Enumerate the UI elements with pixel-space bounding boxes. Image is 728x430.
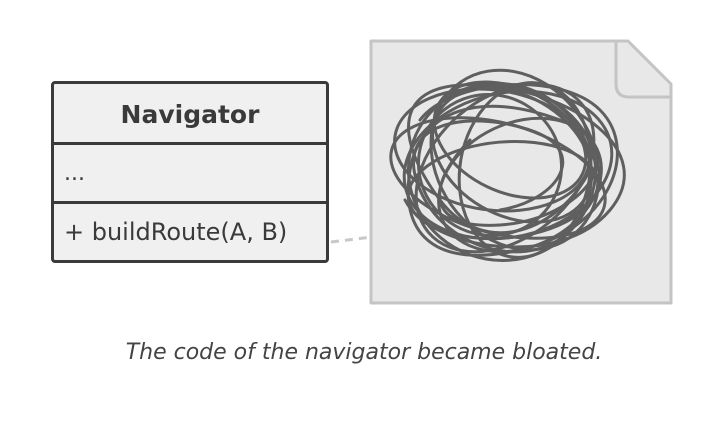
class-fields: ... [54,145,326,204]
class-name: Navigator [54,84,326,145]
figure-caption: The code of the navigator became bloated… [125,340,603,365]
tangled-scribble-icon [389,68,626,262]
dashed-connector [330,235,373,244]
document-icon [369,39,673,305]
class-method: + buildRoute(A, B) [64,218,288,246]
folded-corner [614,41,671,99]
navigator-class-box: Navigator ... + buildRoute(A, B) [51,81,329,263]
